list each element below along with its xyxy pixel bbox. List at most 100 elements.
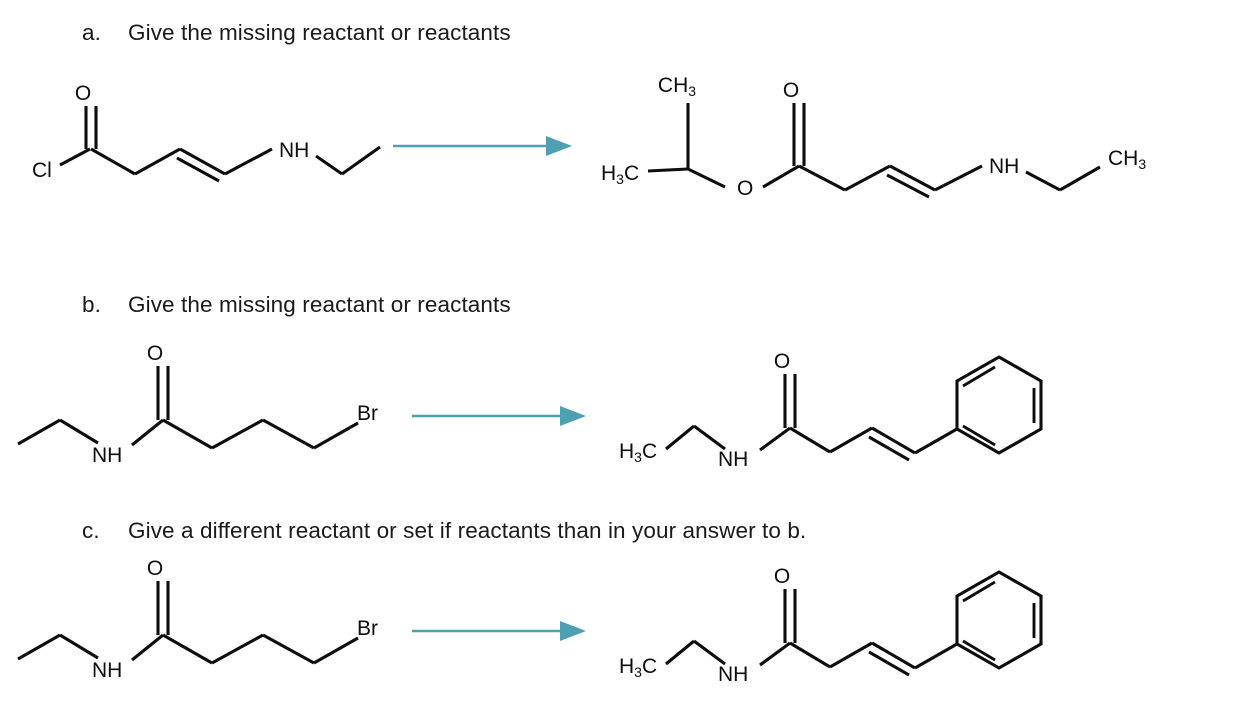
reaction-arrow-head-b [560,406,586,426]
bond-cc-double-1 [179,147,226,176]
scheme-b-reactant: NH O Br [17,342,378,467]
benzene-inner-2-c [962,580,996,603]
atom-label-o-bp: O [774,350,790,373]
atom-label-nh-product: NH [989,155,1019,178]
question-c-letter: c. [82,518,100,543]
bond-ch2-ceq [134,147,181,176]
atom-label-o-c: O [147,557,163,580]
bond-c-ring-cp [914,642,958,670]
benzene-inner-1-c [962,639,996,662]
atom-label-h3c-c: H3C [619,655,657,680]
scheme-c-product: H3C NH O [619,565,1043,686]
bond-cc-double-cp2 [868,650,910,677]
bond-c-ch2-cp [789,641,831,669]
atom-label-ch3-terminal: CH3 [1108,147,1146,172]
bond-h3c-ch2-cp [665,639,695,666]
bond-c-ch2 [90,147,136,176]
benzene-inner-2-b [962,365,996,388]
bond-ch2-ch3 [341,145,381,176]
benzene-ring-c [955,570,1043,670]
bond-ch2-ch3-p [1059,165,1101,192]
reaction-arrow-head-c [560,621,586,641]
atom-label-o-carbonyl-product: O [783,79,799,102]
question-a-text: Give the missing reactant or reactants [128,20,511,45]
bond-ch2-ceq-cp [829,641,873,669]
atom-label-nh-bp: NH [718,448,748,471]
bond-ch-oester [687,167,726,189]
atom-label-br-c: Br [357,617,378,640]
bond-oester-c [762,164,800,189]
scheme-b-arrow [412,406,586,426]
atom-label-h3c-left: H3C [601,162,639,187]
bond-ch3-ch2-b [17,418,61,446]
atom-label-cl: Cl [32,159,52,182]
atom-label-o-cp: O [774,565,790,588]
bond-cl-c [59,147,91,167]
bond-ch2-n-cp [693,639,726,666]
bond-c-ch2-c [162,633,213,665]
bond-n-ch2 [315,154,343,176]
question-b: b. Give the missing reactant or reactant… [82,292,511,318]
bond-cc-double-p1 [889,164,936,192]
scheme-b-product: H3C NH O [619,350,1043,471]
atom-label-nh-reactant-b: NH [92,444,122,467]
bond-cc-double-2 [176,156,220,183]
atom-label-h3c-b: H3C [619,440,657,465]
bond-cc-double-cp1 [871,641,916,670]
question-a: a. Give the missing reactant or reactant… [82,20,511,46]
benzene-inner-1-b [962,424,996,447]
bond-n-ch2-p [1025,170,1061,192]
bond-h3c-ch2-bp [665,424,695,451]
question-c: c. Give a different reactant or set if r… [82,518,806,544]
reaction-arrow-head [546,136,572,156]
scheme-a-arrow [393,136,572,156]
bond-n-c-cp [759,641,791,667]
bond-h3c-ch [647,167,689,173]
bond-ch2-n-bp [693,424,726,451]
bond-n-c-b [131,418,164,447]
bond-c-ch2-bp [789,426,831,454]
bond-c-ring-bp [914,427,958,455]
bond-ch2-ch2b-b [262,418,315,450]
bond-ch2-n-b [59,418,99,445]
scheme-b: NH O Br H3C NH O [0,340,1240,480]
question-b-letter: b. [82,292,101,317]
bond-ch2-n-c [59,633,99,660]
atom-label-o-reactant: O [75,82,91,105]
bond-ch2-br-b [313,421,359,450]
question-b-text: Give the missing reactant or reactants [128,292,511,317]
scheme-c-arrow [412,621,586,641]
bond-cc-double-bp2 [868,435,910,462]
bond-c-ch2-p [798,164,846,192]
bond-ch2-ch2b-c [262,633,315,665]
bond-ch2-ceq-bp [829,426,873,454]
bond-cc-double-p2 [886,173,930,199]
bond-ch3-ch2-c [17,633,61,661]
scheme-c-reactant: NH O Br [17,557,378,682]
bond-cc-double-bp1 [871,426,916,455]
bond-ch2-ch2-c [211,633,264,665]
bond-n-c-bp [759,426,791,452]
atom-label-br-b: Br [357,402,378,425]
atom-label-nh-reactant-c: NH [92,659,122,682]
atom-label-o-b: O [147,342,163,365]
bond-ch2-ceq-p [844,164,891,192]
question-a-letter: a. [82,20,101,45]
atom-label-ch3-top: CH3 [658,74,696,99]
scheme-a-reactant: Cl O NH [32,82,381,183]
bond-c-n [224,147,273,176]
bond-ch2-br-c [313,636,359,665]
benzene-outline-b [955,355,1043,455]
scheme-c: NH O Br H3C NH O [0,555,1240,700]
benzene-outline-c [955,570,1043,670]
scheme-a: Cl O NH CH3 H3C [0,70,1240,200]
atom-label-nh-cp: NH [718,663,748,686]
bond-n-c-c [131,633,164,662]
question-c-text: Give a different reactant or set if reac… [128,518,807,543]
bond-ch2-ch2-b [211,418,264,450]
bond-c-ch2-b [162,418,213,450]
bond-c-n-p [934,164,983,192]
benzene-ring-b [955,355,1043,455]
atom-label-nh-reactant: NH [279,139,309,162]
atom-label-o-ester: O [737,177,753,200]
